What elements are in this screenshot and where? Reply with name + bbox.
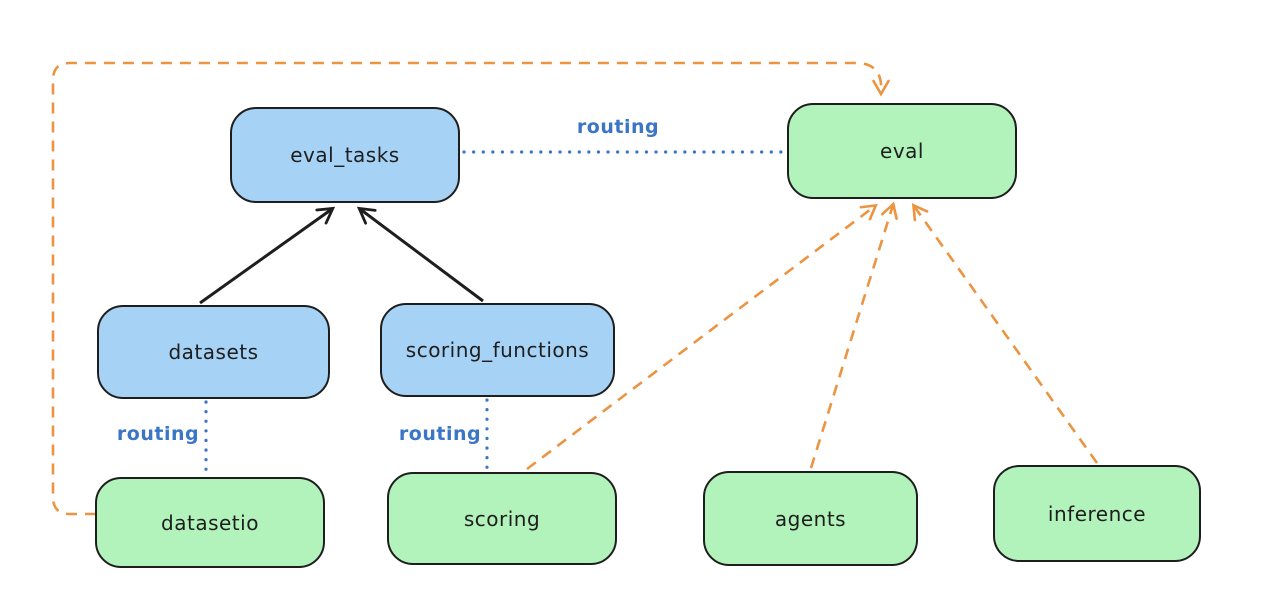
node-datasets-label: datasets (168, 340, 259, 364)
node-inference-label: inference (1047, 501, 1147, 526)
edge-inference-to-eval (911, 203, 1099, 464)
edge-label-routing-eval-tasks-eval: routing (576, 116, 660, 138)
node-agents-label: agents (774, 506, 847, 531)
node-agents: agents (703, 471, 918, 566)
edge-scoring-to-eval (526, 203, 878, 471)
node-datasets: datasets (97, 305, 330, 399)
node-scoring-functions: scoring_functions (380, 303, 615, 397)
node-eval-tasks-label: eval_tasks (290, 143, 400, 167)
node-datasetio-label: datasetio (161, 510, 259, 535)
edge-agents-to-eval (809, 201, 898, 469)
node-datasetio: datasetio (95, 477, 325, 568)
edge-label-routing-scoring-functions-scoring: routing (398, 423, 482, 445)
edge-scoring-functions-to-eval-tasks (356, 206, 484, 303)
node-scoring-label: scoring (463, 506, 541, 531)
node-inference: inference (993, 465, 1201, 562)
edge-label-routing-datasets-datasetio: routing (116, 423, 200, 445)
node-scoring: scoring (387, 472, 617, 565)
edge-datasets-to-eval-tasks (199, 206, 336, 305)
node-eval: eval (787, 103, 1017, 199)
edge-datasetio-to-eval (51, 61, 890, 516)
node-eval-tasks: eval_tasks (230, 107, 460, 203)
node-scoring-functions-label: scoring_functions (405, 338, 590, 362)
node-eval-label: eval (880, 139, 924, 163)
